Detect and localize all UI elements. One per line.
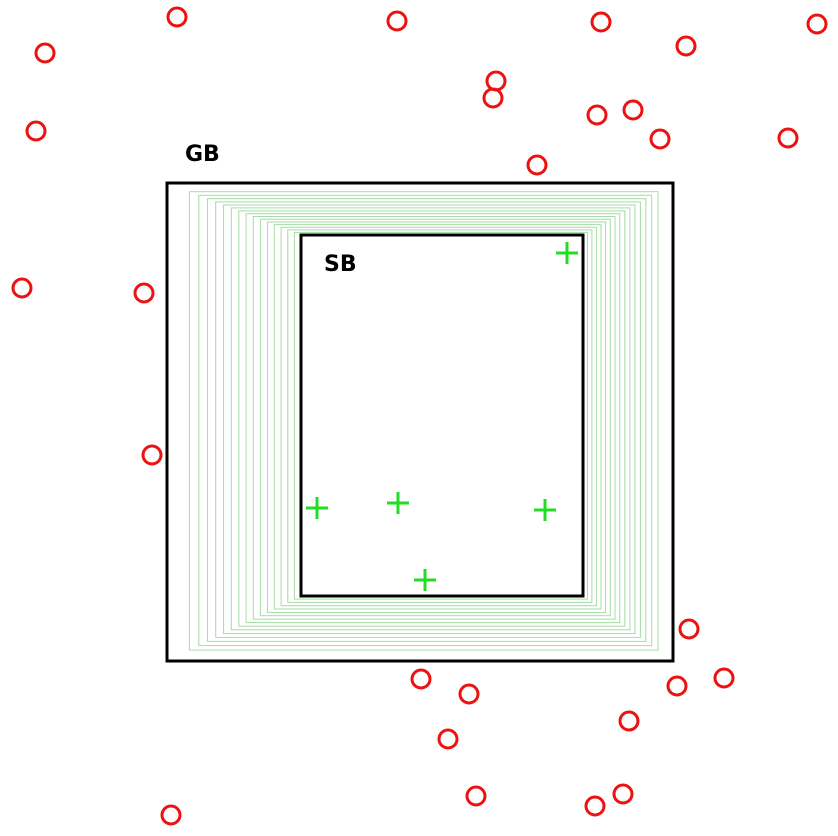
red-circle-marker <box>678 618 700 640</box>
red-circle-marker <box>675 35 697 57</box>
green-plus-marker <box>414 569 436 591</box>
contour-ring <box>215 201 641 638</box>
outer-box-label: GB <box>185 142 220 167</box>
red-circle-marker <box>25 120 47 142</box>
inner-box-label: SB <box>324 252 357 277</box>
red-circle-marker <box>622 99 644 121</box>
red-circle-marker <box>410 668 432 690</box>
red-circle-marker <box>11 277 33 299</box>
red-circle-marker <box>618 710 640 732</box>
outer-box-gb <box>165 181 675 663</box>
contour-ring <box>206 198 647 642</box>
contour-band <box>188 191 659 651</box>
inside-points-group <box>306 242 578 591</box>
red-circle-marker <box>806 13 828 35</box>
red-circle-marker <box>584 795 606 817</box>
red-circle-marker <box>482 87 504 109</box>
contour-ring <box>280 226 597 607</box>
red-circle-marker <box>612 783 634 805</box>
red-circle-marker <box>465 785 487 807</box>
red-circle-marker <box>133 282 155 304</box>
red-circle-marker <box>166 6 188 28</box>
red-circle-marker <box>386 10 408 32</box>
contour-ring <box>287 229 593 603</box>
outside-points-group <box>11 6 828 826</box>
red-circle-marker <box>141 444 163 466</box>
red-circle-marker <box>485 70 507 92</box>
contour-ring <box>266 221 607 613</box>
contour-ring <box>223 204 636 635</box>
green-plus-marker <box>534 499 556 521</box>
green-plus-marker <box>306 497 328 519</box>
contour-ring <box>259 218 611 617</box>
red-circle-marker <box>526 154 548 176</box>
contour-ring <box>230 207 631 631</box>
contour-ring <box>252 216 616 620</box>
red-circle-marker <box>666 675 688 697</box>
contour-ring <box>245 213 621 624</box>
green-plus-marker <box>556 242 578 264</box>
contour-ring <box>188 191 659 651</box>
red-circle-marker <box>34 42 56 64</box>
red-circle-marker <box>437 728 459 750</box>
red-circle-marker <box>586 104 608 126</box>
red-circle-marker <box>713 667 735 689</box>
red-circle-marker <box>590 11 612 33</box>
contour-ring <box>198 194 653 647</box>
contour-ring <box>293 231 588 600</box>
contour-ring <box>273 224 602 610</box>
red-circle-marker <box>458 683 480 705</box>
inner-box-sb <box>299 233 585 598</box>
red-circle-marker <box>777 127 799 149</box>
contour-ring <box>238 210 626 627</box>
green-plus-marker <box>387 492 409 514</box>
red-circle-marker <box>160 804 182 826</box>
red-circle-marker <box>649 128 671 150</box>
